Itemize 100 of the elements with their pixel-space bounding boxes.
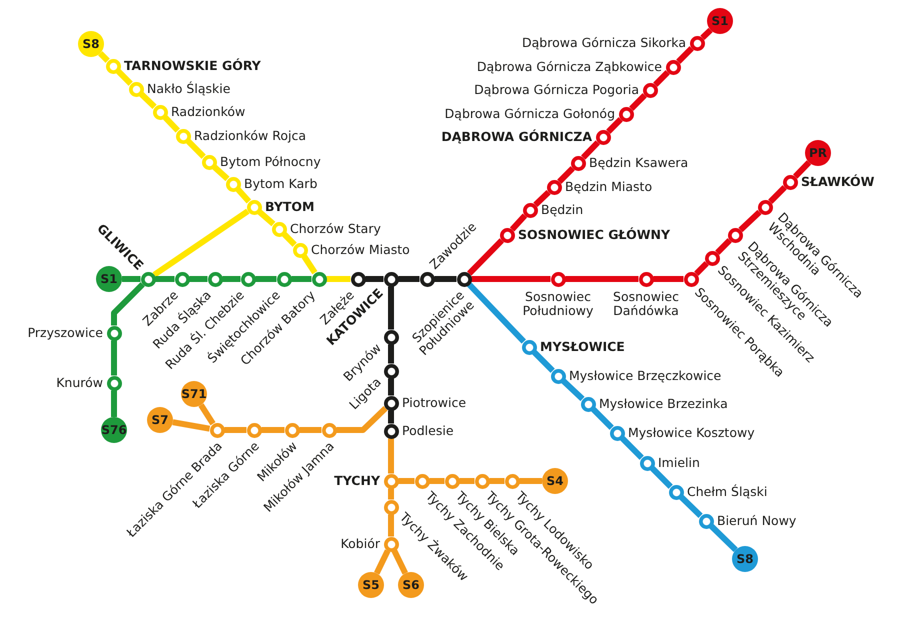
rail-line <box>653 70 670 87</box>
rail-line <box>111 390 117 417</box>
rail-line <box>139 92 157 109</box>
rail-line <box>212 164 230 182</box>
rail-line <box>172 419 210 432</box>
rail-line <box>388 438 394 474</box>
rail-line <box>122 276 140 282</box>
route-disc: S1 <box>96 266 122 292</box>
rail-line <box>566 276 638 282</box>
rail-line <box>709 524 738 552</box>
station-name: TYCHY <box>334 474 380 488</box>
rail-line <box>388 344 394 364</box>
rail-line <box>398 478 414 484</box>
station-name: SOSNOWIEC GŁÓWNY <box>518 228 670 242</box>
rail-line <box>629 93 647 111</box>
route-disc: S76 <box>101 417 127 443</box>
route-disc: S6 <box>398 572 424 598</box>
route-disc: S1 <box>707 8 733 34</box>
route-disc: S7 <box>147 407 173 433</box>
rail-line <box>557 166 575 184</box>
route-disc: S4 <box>542 468 568 494</box>
station-name: Mysłowice Brzęczkowice <box>569 369 722 383</box>
station-name: BYTOM <box>265 200 314 214</box>
station-name: Bytom Karb <box>244 177 318 191</box>
station-name: Chorzów Stary <box>290 222 381 236</box>
rail-line <box>236 188 252 204</box>
station-name: Mysłowice Brzezinka <box>599 397 728 411</box>
station-name: Będzin Miasto <box>565 180 652 194</box>
station-name: Dąbrowa Górnicza Pogoria <box>474 83 639 97</box>
station-name: DĄBROWA GÓRNICZA <box>441 130 592 144</box>
station-name: Dąbrowa Górnicza Gołonóg <box>444 107 615 121</box>
rail-line <box>256 276 276 282</box>
rail-line <box>98 51 110 63</box>
station-name: Chełm Śląski <box>687 485 768 499</box>
rail-line <box>190 276 208 282</box>
route-disc: S5 <box>358 572 384 598</box>
rail-line <box>388 488 394 500</box>
station-name: Podlesie <box>402 424 454 438</box>
rail-line <box>186 139 206 159</box>
rail-line <box>460 478 474 484</box>
station-name: Będzin Ksawera <box>589 156 688 170</box>
station-name: Radzionków Rojca <box>194 129 306 143</box>
rail-line <box>532 350 555 373</box>
rail-line <box>510 213 528 232</box>
rail-line <box>282 232 297 247</box>
rail-line <box>163 115 180 133</box>
station-name: Przyszowice <box>28 326 103 340</box>
rail-line <box>434 276 456 282</box>
rail-line <box>258 210 276 226</box>
route-disc: S8 <box>732 546 758 572</box>
rail-line <box>388 410 394 424</box>
rail-line <box>650 466 673 489</box>
rail-line <box>326 276 350 282</box>
rail-line <box>222 276 240 282</box>
rail-line <box>111 282 145 326</box>
rail-line <box>262 427 284 433</box>
rail-line <box>606 117 623 134</box>
rail-line <box>156 276 174 282</box>
route-disc: S8 <box>78 31 104 57</box>
station-name: Piotrowice <box>402 396 466 410</box>
rail-line <box>300 427 322 433</box>
rail-line <box>366 276 384 282</box>
station-name: Mysłowice Kosztowy <box>628 426 755 440</box>
station-name: Nakło Śląskie <box>147 82 230 96</box>
rail-line <box>768 185 787 204</box>
rail-line <box>224 427 246 433</box>
station-name: Sosnowiec Dańdówka <box>613 290 679 318</box>
rail-line <box>738 210 762 232</box>
station-name: Knurów <box>56 376 103 390</box>
station-name: Kobiór <box>340 537 380 551</box>
rail-line <box>111 340 117 376</box>
rail-line <box>467 238 504 276</box>
rail-line <box>490 478 504 484</box>
rail-line <box>388 514 394 536</box>
station-name: Radzionków <box>171 105 246 119</box>
rail-line <box>793 160 812 179</box>
station-name: MYSŁOWICE <box>540 340 625 354</box>
rail-line <box>591 407 614 430</box>
rail-line <box>467 282 526 344</box>
route-disc: PR <box>805 140 831 166</box>
rail-line <box>388 286 394 330</box>
station-name: Dąbrowa Górnicza Sikorka <box>522 36 686 50</box>
rail-line <box>292 276 312 282</box>
rail-line <box>398 276 420 282</box>
rail-line <box>472 276 550 282</box>
rail-line <box>654 276 684 282</box>
rail-line <box>533 190 551 207</box>
station-name: Bieruń Nowy <box>717 514 796 528</box>
rail-line <box>302 254 318 274</box>
station-name: Chorzów Miasto <box>311 243 410 257</box>
rail-line <box>715 238 732 255</box>
rail-line <box>388 378 394 396</box>
rail-line <box>561 378 585 402</box>
rail-line <box>694 261 709 276</box>
rail-line <box>392 549 408 575</box>
station-name: Imielin <box>658 456 700 470</box>
rail-line <box>700 28 713 40</box>
rail-line <box>198 403 216 426</box>
rail-line <box>152 208 250 278</box>
station-name: Będzin <box>541 203 584 217</box>
